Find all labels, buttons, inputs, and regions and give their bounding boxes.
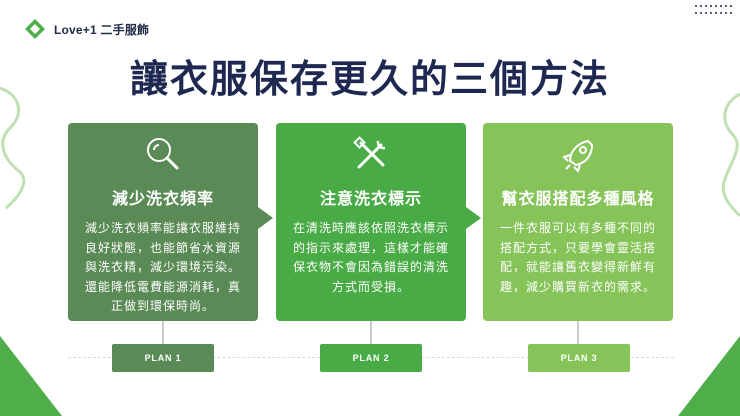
arrow-connector-1: [258, 207, 273, 229]
method-card-2: 注意洗衣標示 在清洗時應該依照洗衣標示 的指示來處理，這樣才能確 保衣物不會因為…: [276, 123, 466, 321]
dot-grid-decoration: [694, 2, 734, 21]
card-body-line: 與洗衣精，減少環境污染。: [84, 260, 241, 274]
card-body-line: 的指示來處理，這樣才能確: [292, 240, 449, 255]
arrow-connector-2: [466, 207, 481, 229]
card-body-line: 方式而受損。: [331, 279, 410, 294]
tools-icon: [353, 136, 386, 169]
card-body: 在清洗時應該依照洗衣標示 的指示來處理，這樣才能確 保衣物不會因為錯誤的清洗 方…: [286, 219, 456, 297]
card-title: 幫衣服搭配多種風格: [501, 189, 655, 208]
card-body: 一件衣服可以有多種不同的 搭配方式，只要學會靈活搭 配，就能讓舊衣變得新鮮有 趣…: [493, 219, 663, 297]
magnifier-icon: [147, 138, 179, 170]
card-body-line: 搭配方式，只要學會靈活搭: [499, 240, 656, 255]
connector-line-3: [577, 321, 579, 345]
plan-label-1: PLAN 1: [112, 344, 214, 372]
connector-line-1: [162, 321, 164, 345]
wave-decoration-left: [0, 84, 28, 238]
plan-label-2: PLAN 2: [320, 344, 422, 372]
card-body-line: 保衣物不會因為錯誤的清洗: [292, 260, 449, 274]
method-card-1: 減少洗衣頻率 減少洗衣頻率能讓衣服維持 良好狀態，也能節省水資源 與洗衣精，減少…: [68, 123, 258, 321]
method-card-3: 幫衣服搭配多種風格 一件衣服可以有多種不同的 搭配方式，只要學會靈活搭 配，就能…: [483, 123, 673, 321]
card-body-line: 減少洗衣頻率能讓衣服維持: [84, 221, 241, 235]
wave-decoration-right: [718, 92, 740, 226]
rocket-icon: [562, 139, 594, 173]
card-title: 注意洗衣標示: [319, 189, 422, 208]
card-body-line: 配，就能讓舊衣變得新鮮有: [499, 260, 656, 274]
brand-name: Love+1 二手服飾: [54, 22, 150, 37]
card-body-line: 一件衣服可以有多種不同的: [499, 221, 656, 235]
corner-triangle-right: [678, 336, 740, 416]
card-body: 減少洗衣頻率能讓衣服維持 良好狀態，也能節省水資源 與洗衣精，減少環境污染。 還…: [78, 219, 248, 317]
card-title: 減少洗衣頻率: [111, 189, 214, 208]
card-body-line: 在清洗時應該依照洗衣標示: [292, 221, 449, 235]
leaf-diamond-logo-icon: [25, 19, 45, 39]
corner-triangle-left: [0, 336, 62, 416]
connector-line-2: [370, 321, 372, 345]
card-body-line: 正做到環保時尚。: [110, 299, 215, 313]
card-body-line: 還能降低電費能源消耗，真: [84, 279, 241, 294]
card-body-line: 趣，減少購買新衣的需求。: [499, 279, 656, 294]
brand-header: Love+1 二手服飾: [25, 19, 149, 39]
page-title: 讓衣服保存更久的三個方法: [129, 57, 610, 101]
card-body-line: 良好狀態，也能節省水資源: [84, 240, 241, 255]
plan-label-3: PLAN 3: [528, 344, 630, 372]
